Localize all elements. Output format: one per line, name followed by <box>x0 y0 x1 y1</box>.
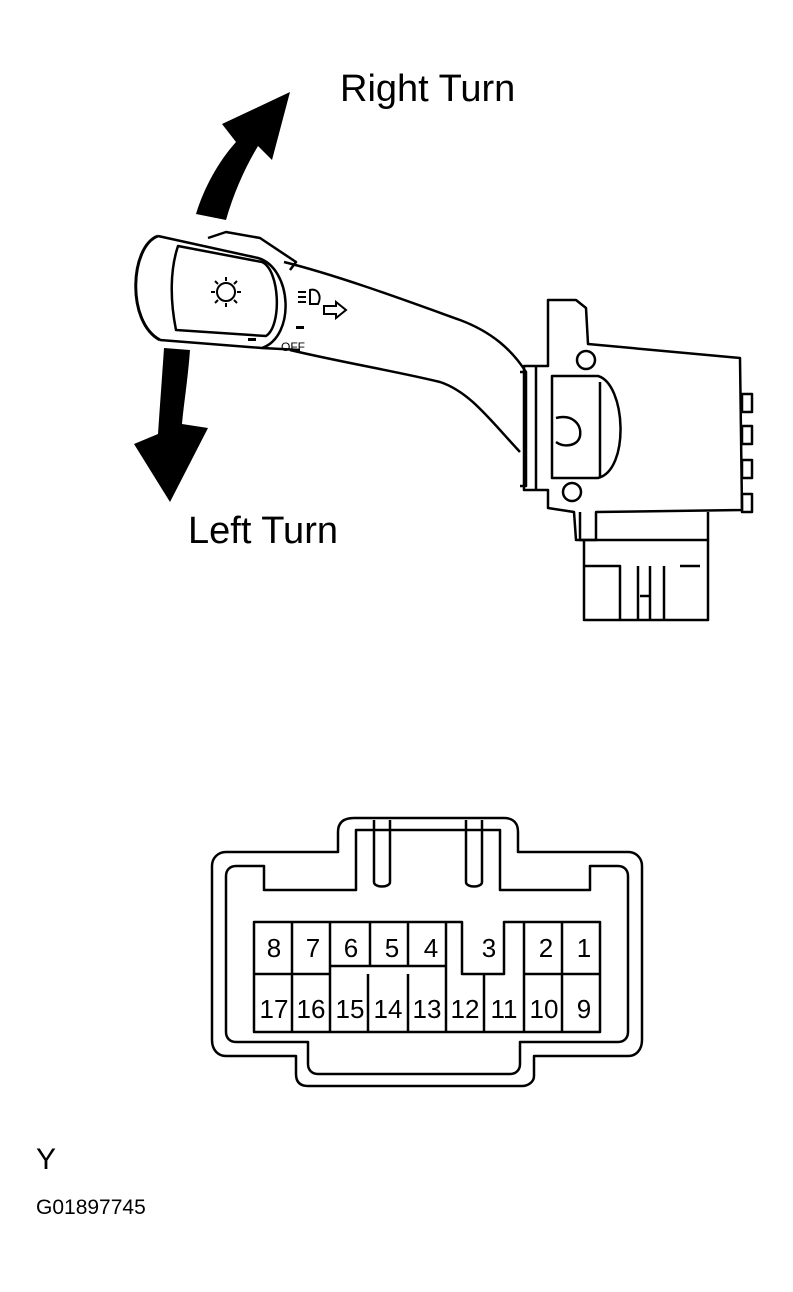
terminal-16-label: 16 <box>297 994 326 1024</box>
terminal-6-label: 6 <box>344 933 358 963</box>
left-turn-label: Left Turn <box>188 510 338 552</box>
terminal-12-label: 12 <box>451 994 480 1024</box>
turn-signal-lever <box>134 230 754 622</box>
terminal-9-label: 9 <box>577 994 591 1024</box>
connector-outline <box>210 816 644 1088</box>
terminal-14-label: 14 <box>374 994 403 1024</box>
high-beam-icon <box>298 288 348 321</box>
off-position-label: OFF <box>281 340 305 354</box>
headlight-icon <box>211 277 241 307</box>
terminal-10-label: 10 <box>530 994 559 1024</box>
left-turn-arrow <box>134 348 208 502</box>
right-turn-arrow <box>196 92 290 220</box>
terminal-5-label: 5 <box>385 933 399 963</box>
terminal-3-label: 3 <box>482 933 496 963</box>
connector-code-letter: Y <box>36 1143 57 1176</box>
right-turn-label: Right Turn <box>340 68 516 110</box>
terminal-13-label: 13 <box>413 994 442 1024</box>
terminal-1-label: 1 <box>577 933 591 963</box>
terminal-4-label: 4 <box>424 933 438 963</box>
terminal-7-label: 7 <box>306 933 320 963</box>
terminal-17-label: 17 <box>260 994 289 1024</box>
terminal-2-label: 2 <box>539 933 553 963</box>
figure-id: G01897745 <box>36 1196 146 1219</box>
terminal-11-label: 11 <box>491 994 518 1024</box>
terminal-8-label: 8 <box>267 933 281 963</box>
terminal-15-label: 15 <box>336 994 365 1024</box>
lever-position-marks <box>248 326 304 341</box>
connector-terminal-numbers: 8 7 6 5 4 3 2 1 17 16 15 14 13 12 11 10 … <box>260 933 592 1024</box>
